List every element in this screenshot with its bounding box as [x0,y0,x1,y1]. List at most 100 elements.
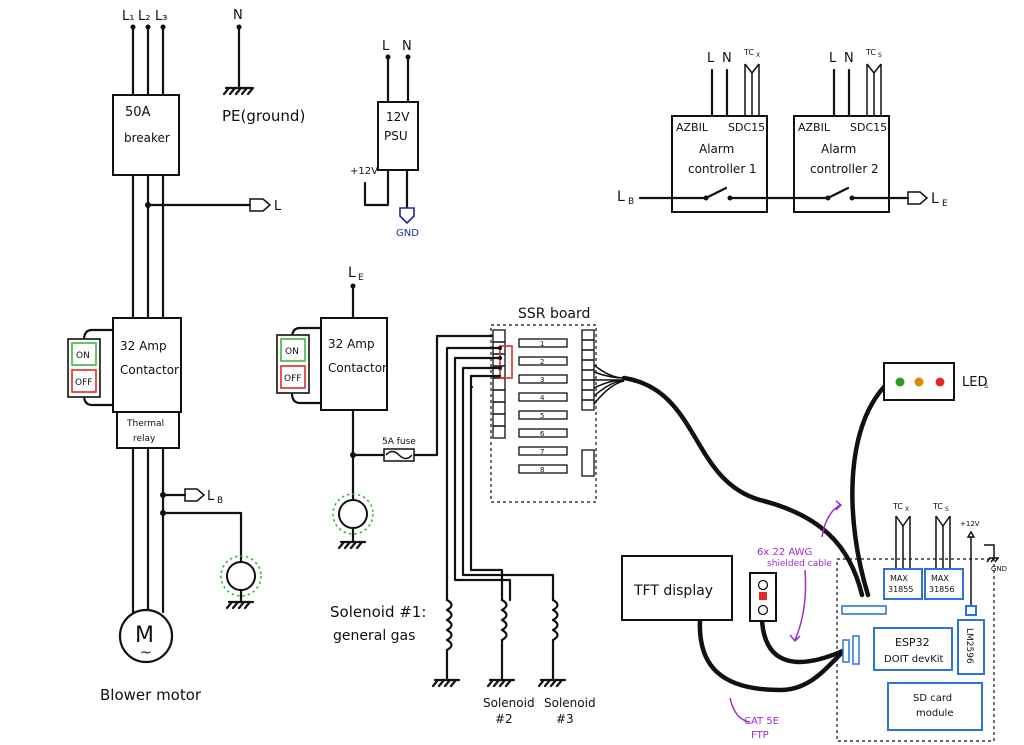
sd-card-module [887,682,983,731]
contactor-2-le: L [348,265,356,281]
psu-gnd-connector [399,207,415,225]
gas-indicator-glow [332,493,374,535]
tcx-label: TC [892,502,903,511]
solenoid-2-label-b: #2 [495,712,513,726]
alarm2-tc: TC [865,48,876,57]
tcx-label-sub: X [905,506,909,513]
contactor-2-le-sub: E [358,273,364,283]
gas-indicator-ground [337,526,367,550]
psu-box [377,101,419,171]
on-button-1[interactable] [71,342,97,366]
label-pe-ground: PE(ground) [222,107,305,125]
cat5-connector-a [842,639,850,663]
esp32-label-a: ESP32 [895,636,930,649]
ssr-channel-2: 2 [540,358,544,366]
supply-labels: L₁ L₂ L₃ N PE(ground) [122,8,305,125]
led-cable [850,384,887,598]
cable-annotation-1-arrow-down [789,569,807,643]
ssr-connector-header [841,605,887,615]
off-button-1[interactable] [71,369,97,393]
psu-input-wires [386,54,410,104]
motor-tilde: ~ [140,645,152,661]
ssr-channel-1: 1 [540,340,544,348]
cable-annotation-1-arrow-up [821,500,843,538]
on-button-1-label: ON [76,351,90,361]
cable-annotation-2-arrow [729,697,751,723]
cable-annotation-2a: CAT 5E [744,716,779,727]
motor-indicator-ground [225,588,255,610]
cable-annotation-2b: FTP [751,730,769,741]
label-l3: L₃ [155,9,167,24]
max2-label-b: 31856 [929,585,954,594]
solenoid-2 [486,598,516,688]
psu-output-wires [363,168,409,209]
alarm1-azbil: AZBIL [676,121,709,134]
alarm2-azbil: AZBIL [798,121,831,134]
contactor-1-line1: 32 Amp [120,339,167,353]
contactor-2-box [320,317,388,411]
ssr-active-terminals [499,345,513,379]
blower-motor-label: Blower motor [100,686,202,704]
motor-indicator-lamp [226,561,256,591]
board-gnd-symbol [984,544,999,563]
board-12v-wire [966,530,976,606]
alarm1-line2: controller 1 [688,162,757,176]
off-button-1-label: OFF [75,378,92,388]
led-green [895,377,905,387]
motor-m: M [135,623,154,648]
tcx-probe [895,515,911,569]
solenoid-3-wire-a [461,366,555,602]
solenoid-3 [537,598,567,688]
alarm1-n: N [722,51,732,66]
alarm2-line2: controller 2 [810,162,879,176]
contactor-1-line2: Contactor [120,363,179,377]
cable-annotation-1a: 6x 22 AWG [757,547,812,558]
connector-l-out [249,198,272,212]
alarm-controller-1: L N TC X AZBIL SDC15 Alarm controller 1 [671,48,768,213]
alarm-chain: L B L E [617,186,948,209]
psu-line1: 12V [386,110,410,124]
leds-label-sub: s [984,381,988,390]
psu-n: N [402,39,412,54]
button-module-up[interactable] [757,579,769,591]
ssr-cable [621,375,865,598]
gas-indicator-lamp [338,499,368,529]
thermal-relay-line2: relay [133,434,156,444]
button-cable [759,617,848,665]
ssr-channel-3: 3 [540,376,544,384]
solenoid-1-wire [445,346,502,602]
esp32-module [873,627,953,671]
label-l2: L₂ [138,9,150,24]
alarm1-tc-sub: X [756,52,760,59]
alarm2-sdc: SDC15 [850,121,887,134]
psu-plus12v: +12V [350,166,378,177]
lm2596-label: LM2596 [964,628,974,664]
solenoid-3-label-b: #3 [556,712,574,726]
solenoid-2-label-a: Solenoid [483,696,535,710]
alarm-chain-le-sub: E [942,199,948,209]
contactor-2-line2: Contactor [328,361,387,375]
contactor-2-line1: 32 Amp [328,337,375,351]
relay-to-motor-wires [131,446,165,614]
alarm2-line1: Alarm [821,142,856,156]
breaker-box [112,94,180,176]
ssr-channel-4: 4 [540,394,545,402]
ssr-power-header [581,449,595,477]
alarm1-tc: TC [743,48,754,57]
thermal-relay-line1: Thermal [126,419,164,429]
solenoid-1 [431,598,461,688]
ssr-channels: 1 2 3 4 5 6 7 8 [518,338,568,474]
solenoid-2-wire-b [469,374,504,602]
tcs-label-sub: S [945,506,949,513]
ssr-channel-6: 6 [540,430,545,438]
alarm2-tc-sub: S [878,52,882,59]
power-input-connector [965,605,977,616]
on-button-2[interactable] [280,338,306,362]
button-module-center[interactable] [759,592,767,600]
alarm-chain-lb-sub: B [628,197,634,207]
alarm-controller-2: L N TC S AZBIL SDC15 Alarm controller 2 [793,48,890,213]
button-module-down[interactable] [757,604,769,616]
off-button-2[interactable] [280,365,306,389]
cat5-connector-b [852,635,860,665]
